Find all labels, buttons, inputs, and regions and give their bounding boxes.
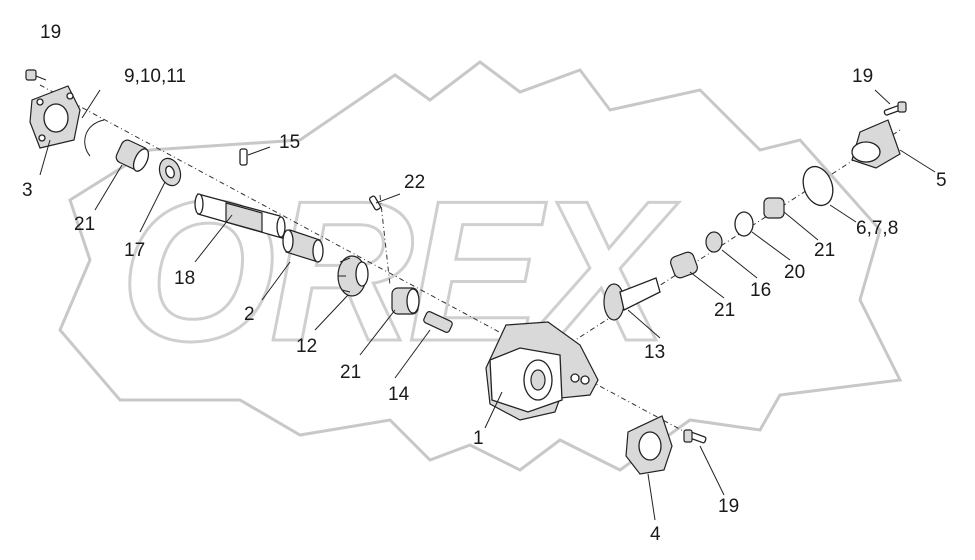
label-21-right: 21 — [714, 300, 735, 321]
label-6-7-8: 6,7,8 — [856, 218, 898, 239]
label-15: 15 — [279, 132, 300, 153]
label-12: 12 — [296, 336, 317, 357]
washer-right-icon — [705, 231, 723, 253]
circlip-icon — [84, 119, 105, 157]
label-5: 5 — [936, 170, 947, 191]
needle-bearing-icon — [115, 139, 150, 172]
leader-lines — [39, 89, 936, 521]
bolt-icon — [25, 69, 47, 81]
shim-set-icon — [802, 165, 834, 207]
label-21-upper-right: 21 — [814, 240, 835, 261]
label-19-bottom: 19 — [718, 496, 739, 517]
flange-cover-bottom-icon — [625, 415, 673, 475]
seal-ring-icon — [734, 211, 754, 237]
bolt-top-right-icon — [883, 101, 907, 116]
label-21-center: 21 — [340, 362, 361, 383]
label-1: 1 — [473, 428, 484, 449]
label-13: 13 — [644, 342, 665, 363]
drive-shaft-icon — [194, 193, 286, 239]
bevel-gear-icon — [337, 255, 369, 297]
label-22: 22 — [404, 172, 425, 193]
label-21-left: 21 — [74, 214, 95, 235]
gearbox-housing-icon — [485, 321, 599, 421]
label-18: 18 — [174, 268, 195, 289]
flange-cover-icon — [29, 85, 81, 149]
needle-bearing-upper-icon — [763, 197, 785, 219]
pin-icon — [239, 148, 248, 166]
label-4: 4 — [650, 524, 661, 545]
coupling-icon — [423, 311, 453, 333]
label-14: 14 — [388, 384, 410, 405]
needle-bearing-center-icon — [391, 287, 420, 315]
sleeve-icon — [282, 229, 324, 263]
label-19-top-left: 19 — [40, 22, 61, 43]
label-19-top-right: 19 — [852, 66, 873, 87]
watermark-logo: OREX — [58, 60, 903, 472]
label-9-10-11: 9,10,11 — [124, 66, 186, 87]
pinion-shaft-icon — [603, 277, 661, 321]
label-16: 16 — [750, 280, 771, 301]
needle-bearing-right-icon — [670, 251, 698, 279]
roll-pin-icon — [368, 195, 382, 211]
label-17: 17 — [124, 240, 145, 261]
washer-icon — [158, 157, 182, 187]
label-20: 20 — [784, 262, 805, 283]
label-2: 2 — [244, 304, 255, 325]
bolt-bottom-icon — [683, 429, 707, 444]
bearing-cover-icon — [851, 119, 901, 169]
label-3: 3 — [22, 180, 33, 201]
watermark-text: OREX — [120, 160, 679, 383]
